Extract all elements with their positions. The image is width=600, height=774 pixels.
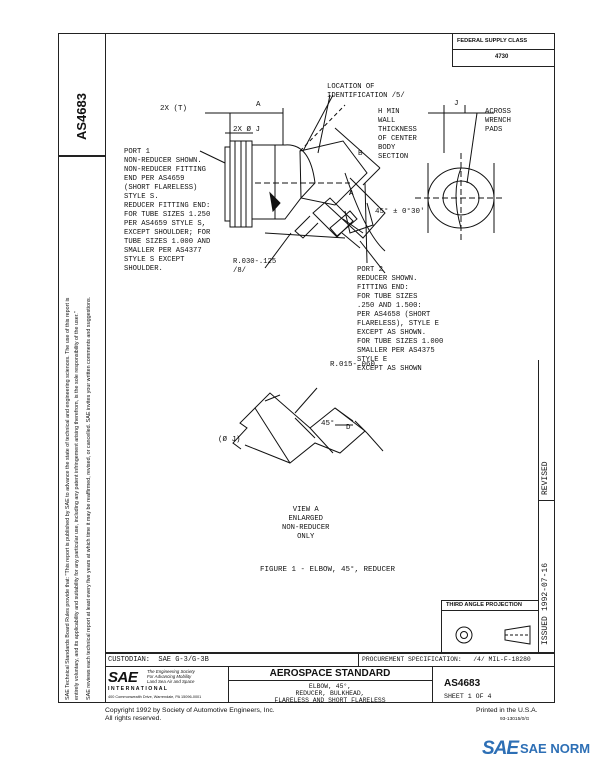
custodian: CUSTODIAN: SAE G-3/G-3B (108, 656, 209, 664)
third-angle-symbol (455, 625, 531, 645)
third-angle-label: THIRD ANGLE PROJECTION (446, 602, 522, 608)
notice-line-3: SAE reviews each technical report at lea… (86, 296, 92, 700)
sae-tagline: The Engineering Society For Advancing Mo… (147, 669, 195, 684)
fitting-drawing (199, 94, 531, 645)
procurement-spec: PROCUREMENT SPECIFICATION: /4/ MIL-F-182… (362, 656, 531, 663)
strip-doc-number: AS4683 (74, 93, 89, 140)
label-port-1: PORT 1 NON-REDUCER SHOWN. NON-REDUCER FI… (124, 148, 211, 273)
procurement-divider (358, 652, 360, 666)
label-dia-j: (Ø J) (218, 436, 241, 444)
title-block-top-rule (105, 652, 555, 654)
title-divider-right (432, 666, 434, 703)
label-2x-dia-j: 2X Ø J (233, 126, 261, 134)
fsc-label: FEDERAL SUPPLY CLASS (457, 38, 528, 44)
heading-rule (228, 680, 432, 682)
label-2x-t: 2X (T) (160, 105, 188, 113)
federal-supply-box: FEDERAL SUPPLY CLASS 4730 (452, 33, 555, 67)
sae-logo: SAE (108, 669, 138, 686)
third-angle-box: THIRD ANGLE PROJECTION (441, 600, 538, 652)
watermark-text: SAE NORM (520, 741, 591, 756)
rights: All rights reserved. (105, 715, 162, 722)
label-h-min: H MIN WALL THICKNESS OF CENTER BODY SECT… (378, 108, 417, 161)
port-2-body (264, 197, 364, 249)
title-block-row-rule (105, 666, 555, 668)
sheet-number: SHEET 1 OF 4 (444, 693, 492, 700)
print-code: 93-13015/0/G (500, 717, 530, 722)
wrench-section (415, 105, 505, 243)
document-title: ELBOW, 45°, REDUCER, BULKHEAD, FLARELESS… (274, 683, 386, 704)
figure-caption: FIGURE 1 - ELBOW, 45°, REDUCER (260, 566, 396, 574)
label-d-dim: D (346, 424, 351, 432)
third-angle-divider (442, 610, 538, 611)
label-a-dim: A (256, 101, 261, 109)
sae-address: 400 Commonwealth Drive, Warrendale, PA 1… (108, 695, 202, 699)
label-port-2: PORT 2 REDUCER SHOWN. FITTING END: FOR T… (357, 266, 444, 373)
label-radius-2: R.015-.060 (330, 361, 376, 369)
label-view-angle: 45° (321, 420, 335, 428)
label-b-dim: B (358, 150, 363, 158)
label-radius-1: R.030-.125 /8/ (233, 258, 277, 275)
drawing-sheet (105, 33, 555, 703)
label-view-a: VIEW A ENLARGED NON-REDUCER ONLY (282, 506, 330, 541)
sae-international: I N T E R N A T I O N A L (108, 686, 167, 692)
revision-divider (538, 500, 555, 502)
title-divider-left (228, 666, 230, 703)
notice-line-1: SAE Technical Standards Board Rules prov… (65, 297, 71, 700)
label-j-dim: J (454, 100, 459, 108)
label-across-wrench: ACROSS WRENCH PADS (485, 108, 511, 134)
title-doc-number: AS4683 (444, 678, 481, 689)
label-angle: 45° ± 0°30' (375, 208, 425, 216)
strip-divider (58, 155, 105, 157)
left-margin-strip (58, 33, 105, 703)
revision-column-rule (538, 360, 540, 652)
aerospace-heading: AEROSPACE STANDARD (269, 668, 391, 679)
printed: Printed in the U.S.A. (476, 707, 538, 714)
port-1-body (224, 140, 350, 228)
view-a-detail (232, 387, 384, 464)
label-a-arrow: A (349, 190, 354, 198)
watermark-logo: SAE (482, 738, 519, 759)
fsc-value: 4730 (495, 54, 509, 60)
notice-line-2: entirely voluntary, and its applicabilit… (74, 311, 80, 700)
copyright: Copyright 1992 by Society of Automotive … (105, 707, 275, 714)
fsc-divider (453, 49, 555, 50)
label-location: LOCATION OF IDENTIFICATION /5/ (327, 83, 405, 100)
